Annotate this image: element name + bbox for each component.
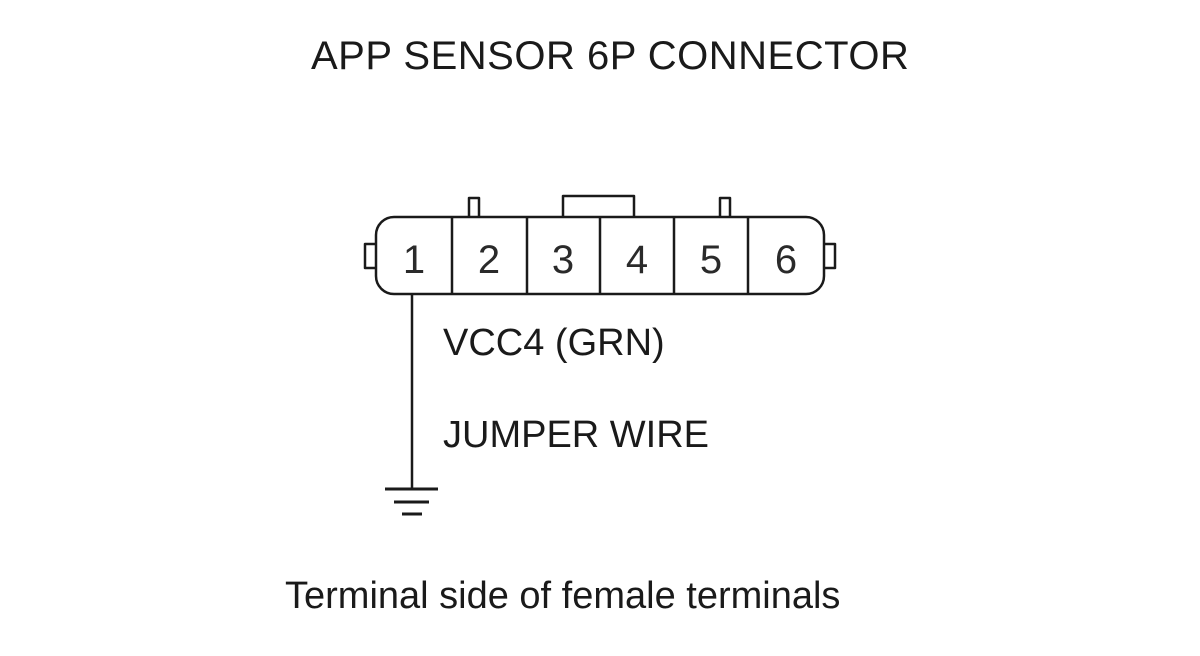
diagram-title: APP SENSOR 6P CONNECTOR bbox=[311, 34, 910, 78]
pin-2-label: 2 bbox=[478, 238, 500, 282]
connector-tab-left bbox=[467, 196, 481, 217]
pin-1-label: 1 bbox=[403, 238, 425, 282]
pin-4-label: 4 bbox=[626, 238, 648, 282]
pin-3-label: 3 bbox=[552, 238, 574, 282]
signal-label: VCC4 (GRN) bbox=[443, 322, 665, 364]
connector-tab-right bbox=[718, 196, 732, 217]
ground-icon bbox=[385, 487, 438, 516]
jumper-wire-label: JUMPER WIRE bbox=[443, 414, 709, 456]
connector-key-left bbox=[363, 242, 376, 270]
connector-key-right bbox=[824, 242, 837, 270]
pin-5-label: 5 bbox=[700, 238, 722, 282]
diagram-caption: Terminal side of female terminals bbox=[285, 575, 841, 617]
connector-latch bbox=[561, 194, 636, 217]
pin-6-label: 6 bbox=[775, 238, 797, 282]
